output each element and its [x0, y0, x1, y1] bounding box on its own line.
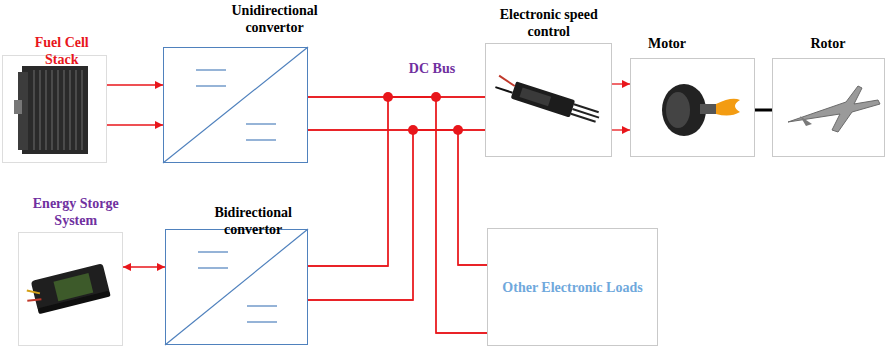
load-box: Other Electronic Loads	[487, 228, 658, 346]
wire	[308, 130, 487, 265]
wire	[308, 130, 487, 300]
wire	[107, 84, 163, 85]
motor-box: Motor	[630, 58, 755, 157]
box-heading: Bidirectional convertor	[199, 204, 307, 238]
box-label: Other Electronic Loads	[488, 229, 657, 345]
junction-dot	[453, 125, 463, 135]
box-heading: Energy Storge System	[30, 195, 123, 229]
wire	[755, 109, 772, 112]
fuel-cell-body	[22, 66, 88, 154]
box-heading: Electronic speed control	[487, 6, 612, 40]
esc-box: Electronic speed control	[485, 43, 612, 157]
wire	[123, 266, 165, 267]
storage-box: Energy Storge System	[18, 232, 123, 346]
power-connector	[308, 97, 487, 333]
junction-dots	[383, 92, 463, 135]
motor-picture	[662, 84, 740, 136]
converter-box: Bidirectional convertor	[165, 229, 308, 345]
battery-picture	[23, 263, 111, 316]
connector-group	[107, 84, 772, 333]
wire	[308, 97, 487, 333]
power-connector	[123, 267, 165, 268]
junction-dot	[383, 92, 393, 102]
fuel-cell-port	[14, 100, 22, 114]
junction-dot	[408, 125, 418, 135]
power-connector	[107, 85, 163, 125]
converter-box: Unidirectional convertor	[163, 47, 308, 163]
wire	[612, 129, 630, 130]
box-heading: Unidirectional convertor	[232, 2, 318, 36]
converter-symbol	[163, 47, 308, 163]
box-heading: Rotor	[811, 35, 846, 52]
converter-symbol	[165, 229, 308, 345]
power-connector	[308, 97, 487, 333]
box-heading: Motor	[648, 35, 686, 52]
wire	[612, 83, 630, 84]
box-heading: Fuel Cell Stack	[18, 34, 107, 68]
junction-dot	[431, 92, 441, 102]
esc-picture	[494, 76, 602, 126]
fuel-cell-picture	[14, 66, 88, 154]
bus-label: DC Bus	[409, 60, 455, 77]
power-connector	[612, 84, 630, 130]
rotor-box: Rotor	[772, 58, 885, 157]
wire	[308, 97, 487, 333]
fuel-cell-box: Fuel Cell Stack	[2, 55, 107, 163]
aircraft-picture	[788, 86, 880, 132]
wire	[107, 124, 163, 125]
power-connector	[755, 110, 772, 111]
fuel-cell-fins	[34, 70, 82, 150]
